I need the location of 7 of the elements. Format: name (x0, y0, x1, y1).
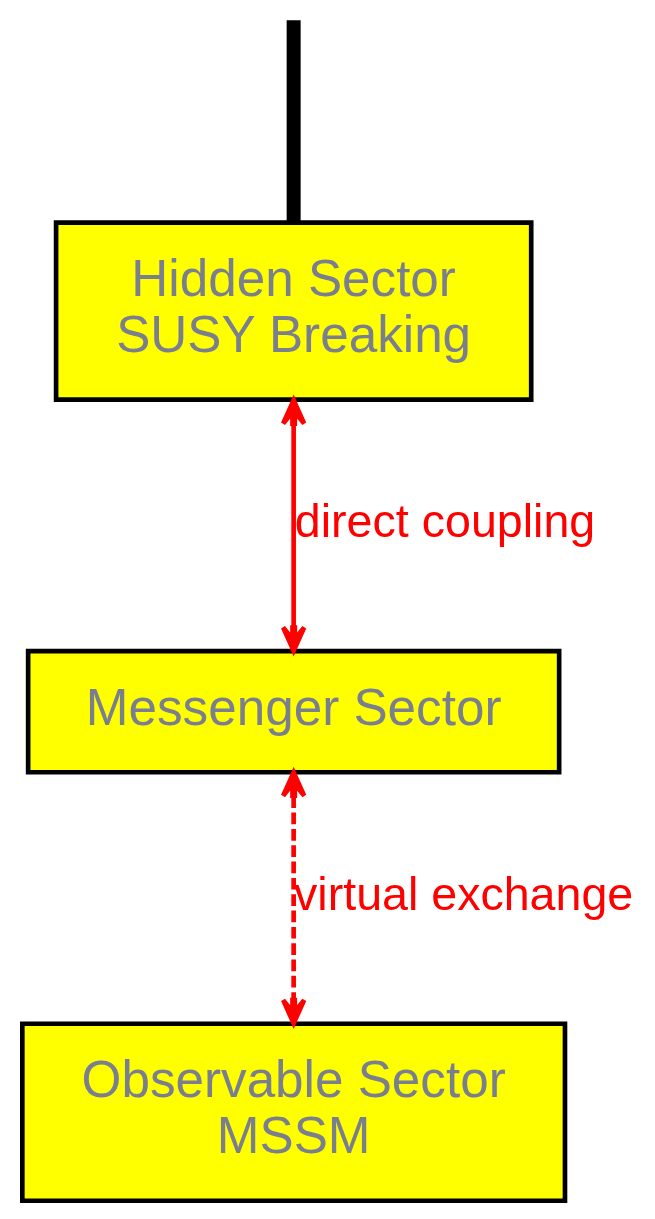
connector (286, 20, 301, 223)
node-box: Hidden Sector SUSY Breaking (53, 220, 534, 402)
node-box: Messenger Sector (25, 648, 561, 775)
edge-label: virtual exchange (293, 867, 633, 920)
arrow (280, 397, 306, 654)
node-box: Observable Sector MSSM (19, 1021, 567, 1204)
edge-label: direct coupling (294, 494, 595, 547)
